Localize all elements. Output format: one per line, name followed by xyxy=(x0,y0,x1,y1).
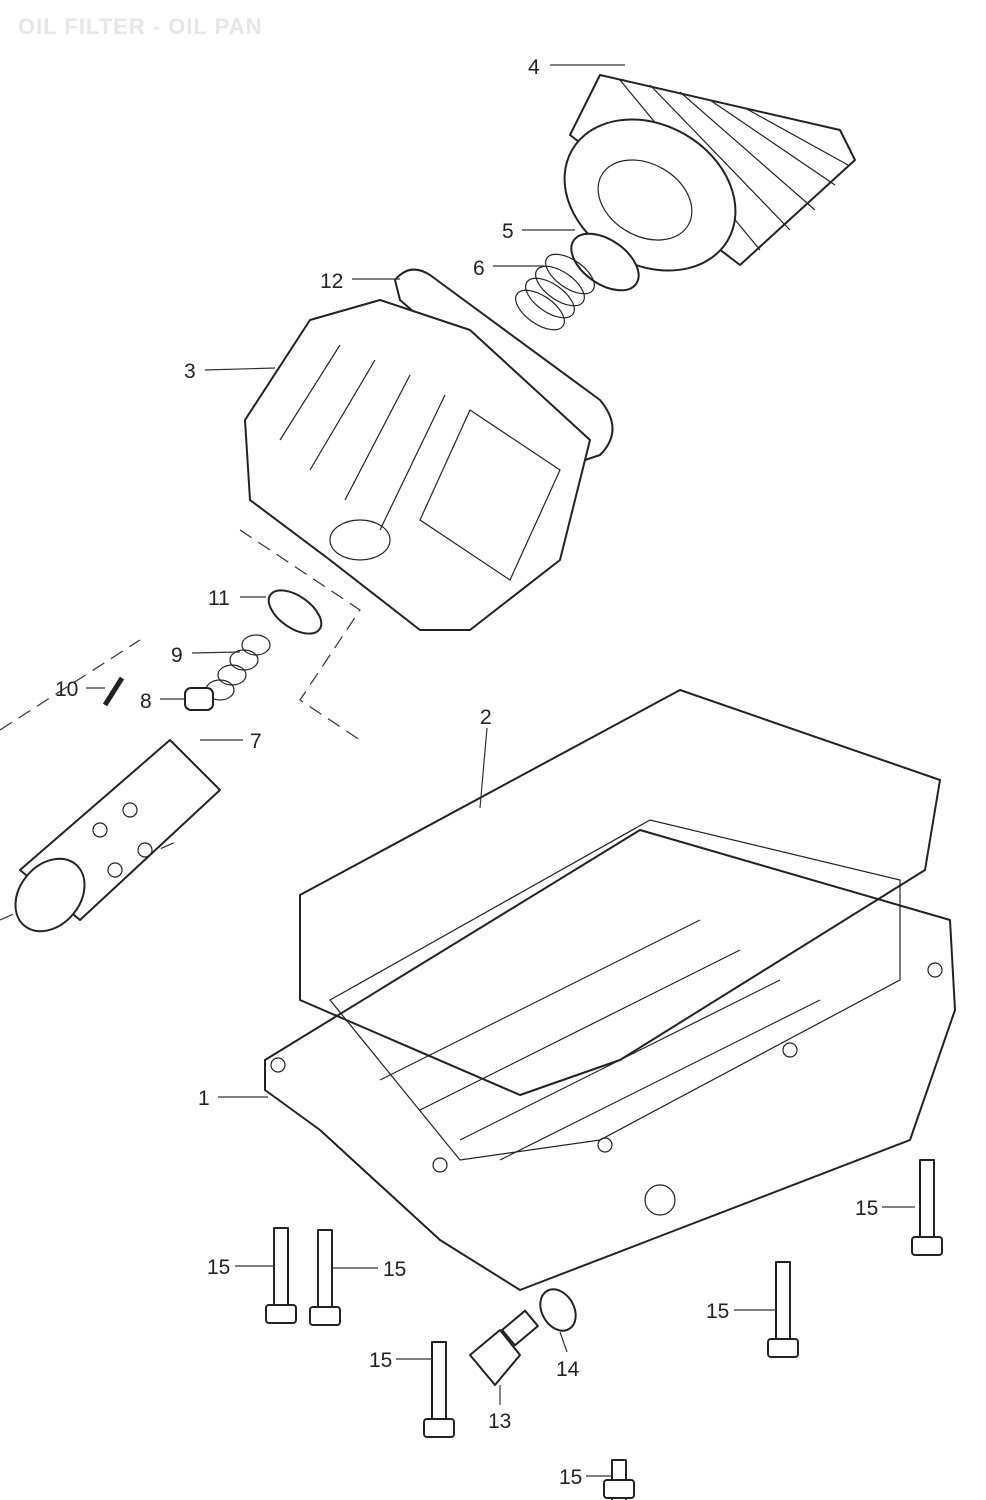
flange-bolts xyxy=(265,1159,943,1500)
o-ring-11 xyxy=(267,589,323,635)
callout-3: 3 xyxy=(184,360,196,383)
callout-14: 14 xyxy=(556,1358,580,1381)
callout-7: 7 xyxy=(250,730,262,753)
oil-pan xyxy=(264,819,956,1291)
callout-11: 11 xyxy=(208,587,230,610)
callout-9: 9 xyxy=(171,644,183,667)
oil-filter-element xyxy=(563,74,856,272)
callout-2: 2 xyxy=(480,706,492,729)
drain-plug-13 xyxy=(469,1309,539,1386)
valve-8 xyxy=(184,687,214,711)
leader-lines xyxy=(86,64,915,1477)
oil-pan-gasket xyxy=(299,689,941,1096)
callout-4: 4 xyxy=(528,56,540,79)
callout-15: 15 xyxy=(706,1300,729,1323)
filter-case xyxy=(244,299,591,631)
callout-13: 13 xyxy=(488,1410,511,1433)
gasket-12 xyxy=(394,268,614,461)
callout-1: 1 xyxy=(198,1087,210,1110)
callout-5: 5 xyxy=(502,220,514,243)
spring-6 xyxy=(515,253,595,331)
relief-valve-7 xyxy=(14,739,221,933)
callout-15: 15 xyxy=(559,1466,582,1489)
callout-12: 12 xyxy=(320,270,343,293)
callout-15: 15 xyxy=(855,1197,878,1220)
callout-6: 6 xyxy=(473,257,485,280)
callout-15: 15 xyxy=(383,1258,406,1281)
spring-9 xyxy=(205,634,271,701)
pin-10 xyxy=(102,676,125,707)
callout-10: 10 xyxy=(55,678,78,701)
callout-8: 8 xyxy=(140,690,152,713)
callout-15: 15 xyxy=(369,1349,392,1372)
diagram-title: OIL FILTER - OIL PAN xyxy=(18,14,263,39)
o-ring-5 xyxy=(570,232,640,292)
callout-15: 15 xyxy=(207,1256,230,1279)
sealing-washer-14 xyxy=(539,1288,577,1332)
